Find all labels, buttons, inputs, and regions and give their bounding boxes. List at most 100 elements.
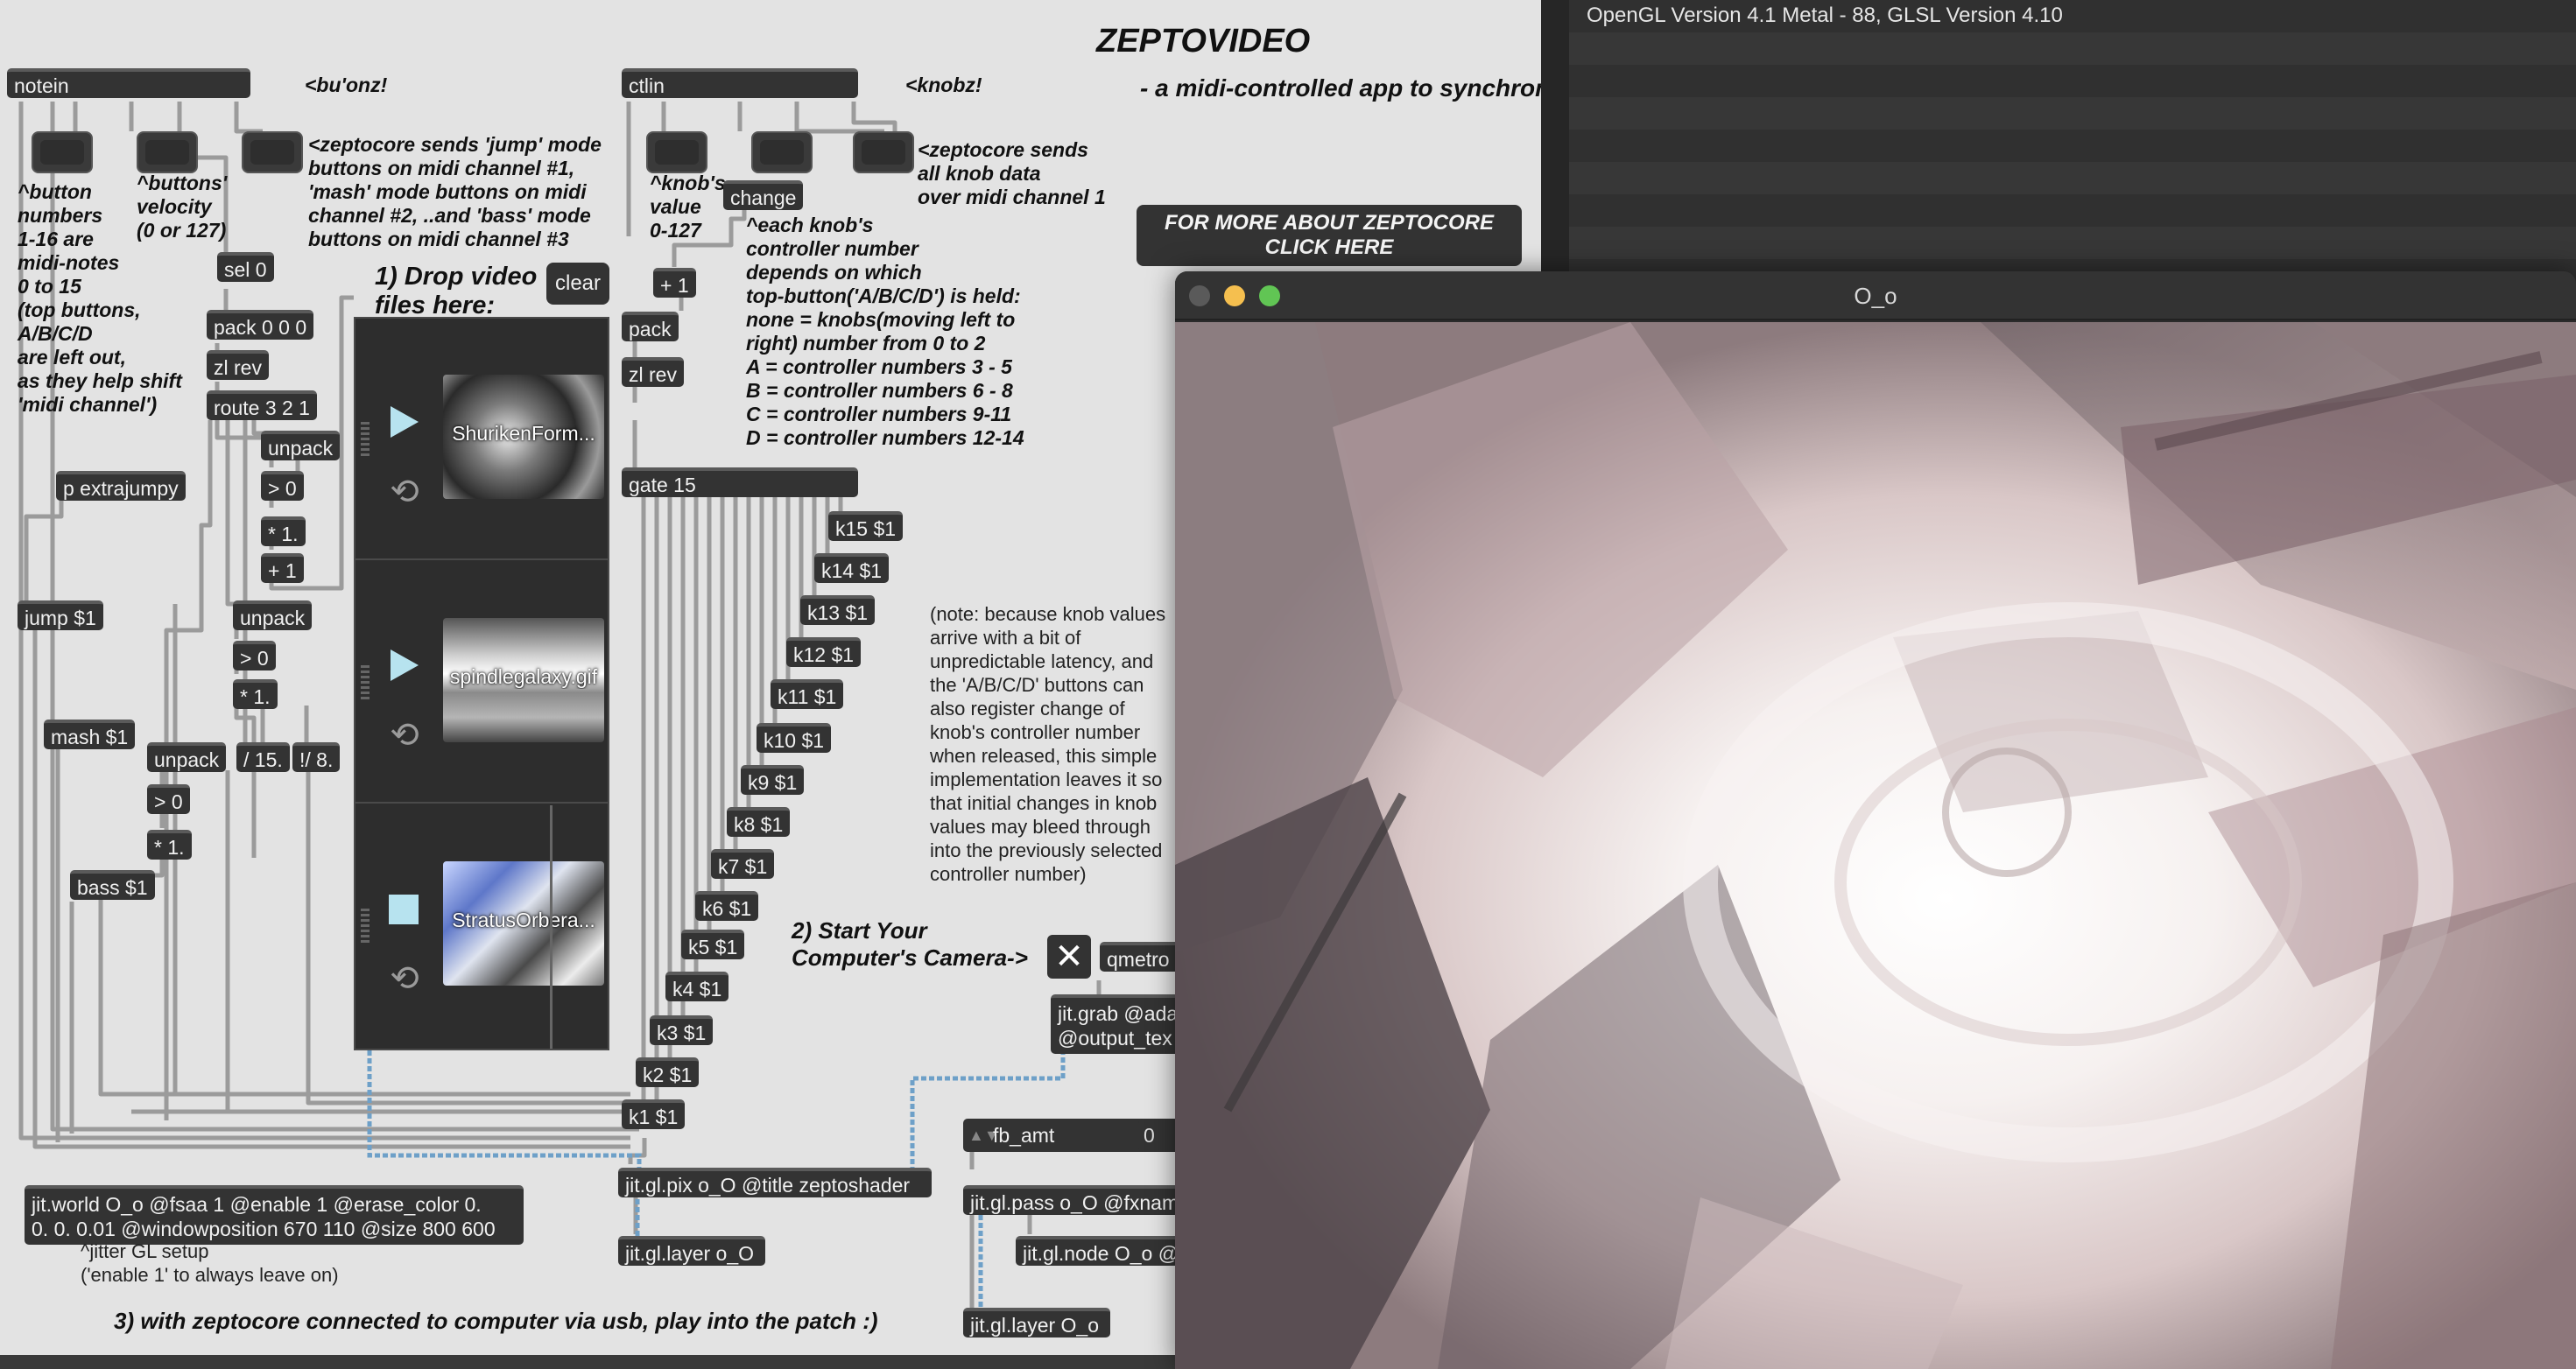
playlist-item[interactable]: ⟲ spindlegalaxy.gif [355,562,608,804]
k12-message[interactable]: k12 $1 [786,637,862,667]
jit-gl-pix-object[interactable]: jit.gl.pix o_O @title zeptoshader [618,1168,932,1197]
video-playlist[interactable]: ⟲ ShurikenForm... ⟲ spindlegalaxy.gif ⟲ … [354,317,609,1050]
k6-message[interactable]: k6 $1 [695,891,759,921]
k1-message[interactable]: k1 $1 [622,1099,686,1129]
video-thumbnail [443,861,604,986]
zl-rev-object[interactable]: zl rev [207,350,269,380]
video-output-canvas [1175,322,2576,1369]
video-filename: spindlegalaxy.gif [449,665,598,688]
unpack-object[interactable]: unpack [233,600,313,630]
play-into-patch-comment: 3) with zeptocore connected to computer … [114,1308,878,1334]
button-numbers-comment: ^button numbers 1-16 are midi-notes 0 to… [18,180,182,416]
route-object[interactable]: route 3 2 1 [207,390,317,420]
change-object[interactable]: change [723,180,804,210]
loop-icon[interactable]: ⟲ [390,959,419,998]
playlist-item[interactable]: ⟲ StratusOrbera... [355,805,608,1049]
window-title: O_o [1854,283,1897,309]
patcher-bottom-bar [0,1355,1541,1369]
more-about-zeptocore-button[interactable]: FOR MORE ABOUT ZEPTOCORE CLICK HERE [1137,205,1522,266]
k9-message[interactable]: k9 $1 [741,765,805,795]
divide-object[interactable]: / 15. [236,742,290,772]
greater-than-object[interactable]: > 0 [147,784,190,814]
bass-message[interactable]: bass $1 [70,870,155,900]
jit-gl-pass-object[interactable]: jit.gl.pass o_O @fxnam [963,1185,1200,1215]
knob-value-button[interactable] [646,131,707,173]
greater-than-object[interactable]: > 0 [261,471,304,501]
loop-icon[interactable]: ⟲ [390,716,419,755]
play-icon[interactable] [391,406,419,438]
minimize-icon[interactable] [1224,285,1245,306]
k10-message[interactable]: k10 $1 [757,723,832,753]
clear-button[interactable]: clear [546,263,609,305]
multiply-object[interactable]: * 1. [147,830,192,860]
drag-handle-icon[interactable] [361,909,370,944]
plus-one-object[interactable]: + 1 [261,553,304,583]
jump-message[interactable]: jump $1 [18,600,103,630]
k11-message[interactable]: k11 $1 [771,679,844,709]
loop-icon[interactable]: ⟲ [390,473,419,511]
k4-message[interactable]: k4 $1 [665,972,729,1001]
channel-button[interactable] [242,131,303,173]
reverse-divide-object[interactable]: !/ 8. [292,742,341,772]
k2-message[interactable]: k2 $1 [636,1057,700,1087]
mash-message[interactable]: mash $1 [44,720,136,749]
maximize-icon[interactable] [1259,285,1280,306]
video-frame-render [1175,322,2576,1369]
plus-one-object[interactable]: + 1 [653,268,696,298]
sel-object[interactable]: sel 0 [217,252,274,282]
unpack-object[interactable]: unpack [147,742,227,772]
knob-controller-comment: ^each knob's controller number depends o… [746,214,1024,449]
buttons-velocity-comment: ^buttons' velocity (0 or 127) [137,172,228,242]
zl-rev-object[interactable]: zl rev [622,357,684,387]
notein-object[interactable]: notein [7,68,250,98]
video-thumbnail [443,375,604,499]
stop-icon[interactable] [389,895,419,924]
multiply-object[interactable]: * 1. [233,679,278,709]
pack-object[interactable]: pack 0 0 0 [207,310,314,340]
greater-than-object[interactable]: > 0 [233,641,276,670]
patch-description: - a midi-controlled app to synchronize v… [1140,74,1541,102]
velocity-button[interactable] [137,131,198,173]
jit-world-window[interactable]: O_o [1175,271,2576,1369]
latency-note-comment: (note: because knob values arrive with a… [930,603,1166,885]
unpack-object[interactable]: unpack [261,431,341,460]
ctlin-object[interactable]: ctlin [622,68,858,98]
k15-message[interactable]: k15 $1 [828,511,904,541]
pack-object[interactable]: pack [622,312,679,341]
playlist-item[interactable]: ⟲ ShurikenForm... [355,319,608,560]
camera-toggle[interactable]: ✕ [1047,935,1091,979]
number-arrow-icon: ▲▼ [968,1127,1000,1144]
k5-message[interactable]: k5 $1 [681,930,745,959]
patch-cords [18,102,1101,1313]
patch-title: ZEPTOVIDEO [1096,23,1311,60]
start-camera-comment: 2) Start Your Computer's Camera-> [792,917,1028,971]
knob-value-comment: ^knob's value 0-127 [650,172,726,242]
controller-button[interactable] [751,131,813,173]
extrajumpy-subpatch[interactable]: p extrajumpy [56,471,186,501]
k3-message[interactable]: k3 $1 [650,1015,714,1045]
jit-gl-layer-object[interactable]: jit.gl.layer o_O [618,1236,765,1266]
k13-message[interactable]: k13 $1 [800,595,876,625]
gate-object[interactable]: gate 15 [622,467,858,497]
note-number-button[interactable] [32,131,93,173]
drag-handle-icon[interactable] [361,422,370,457]
multiply-object[interactable]: * 1. [261,516,306,546]
jit-gl-node-object[interactable]: jit.gl.node O_o @ [1016,1236,1191,1266]
playlist-scrollbar[interactable] [550,805,553,1049]
video-filename: ShurikenForm... [452,422,595,445]
drop-video-comment: 1) Drop video files here: [375,263,538,319]
jit-gl-layer-object[interactable]: jit.gl.layer O_o [963,1308,1110,1337]
jit-world-object[interactable]: jit.world O_o @fsaa 1 @enable 1 @erase_c… [25,1185,524,1245]
window-titlebar[interactable]: O_o [1175,271,2576,320]
close-icon[interactable] [1189,285,1210,306]
drag-handle-icon[interactable] [361,665,370,700]
jitter-setup-comment: ^jitter GL setup ('enable 1' to always l… [81,1240,339,1286]
k8-message[interactable]: k8 $1 [727,807,791,837]
knob-channel-button[interactable] [853,131,914,173]
k7-message[interactable]: k7 $1 [711,849,775,879]
jump-mode-comment: <zeptocore sends 'jump' mode buttons on … [308,133,602,250]
knobs-header-comment: <knobz! [905,74,982,96]
play-icon[interactable] [391,649,419,681]
k14-message[interactable]: k14 $1 [814,553,890,583]
buttons-header-comment: <bu'onz! [305,74,388,96]
